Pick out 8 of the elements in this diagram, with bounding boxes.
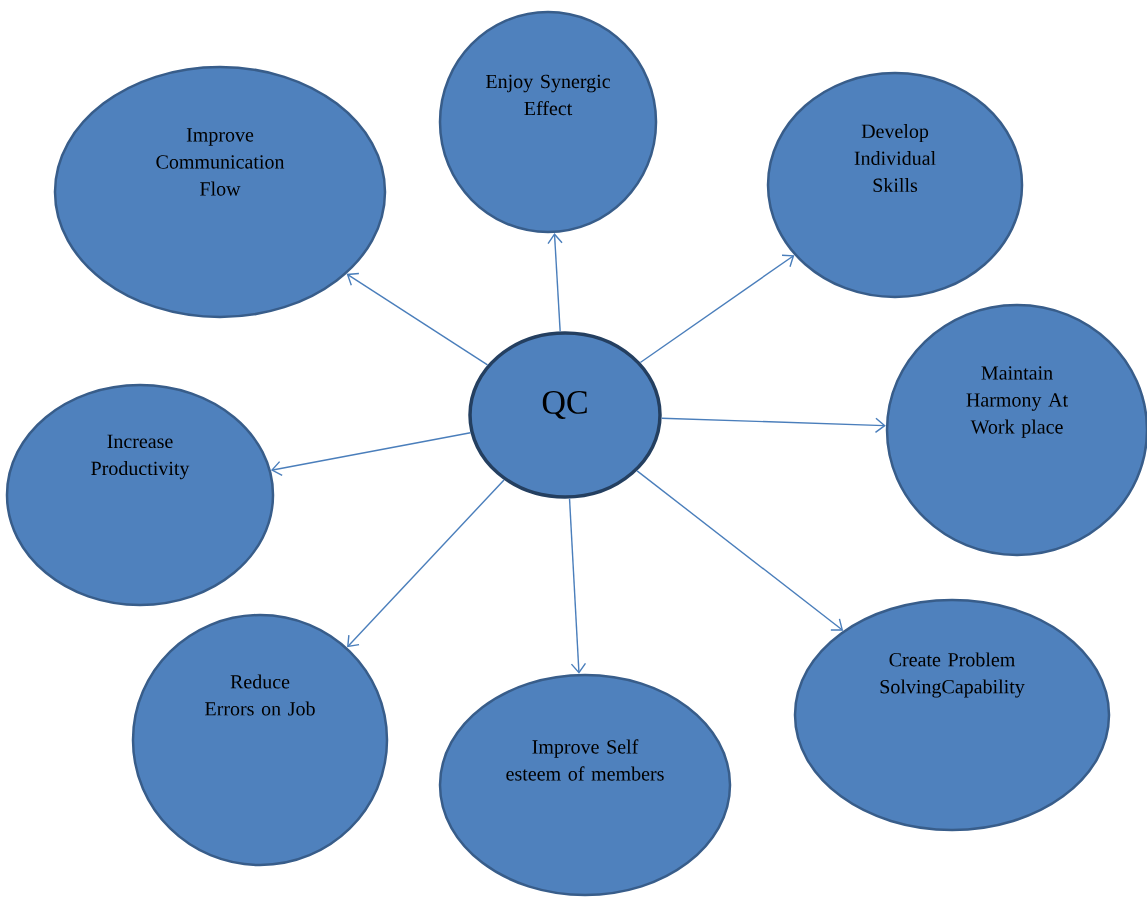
arrow	[568, 497, 587, 674]
arrow	[346, 272, 489, 366]
arrow	[270, 432, 472, 477]
arrow	[547, 233, 563, 333]
arrow	[347, 479, 505, 648]
arrow	[661, 417, 886, 433]
arrow	[639, 254, 795, 364]
arrow	[636, 470, 844, 631]
